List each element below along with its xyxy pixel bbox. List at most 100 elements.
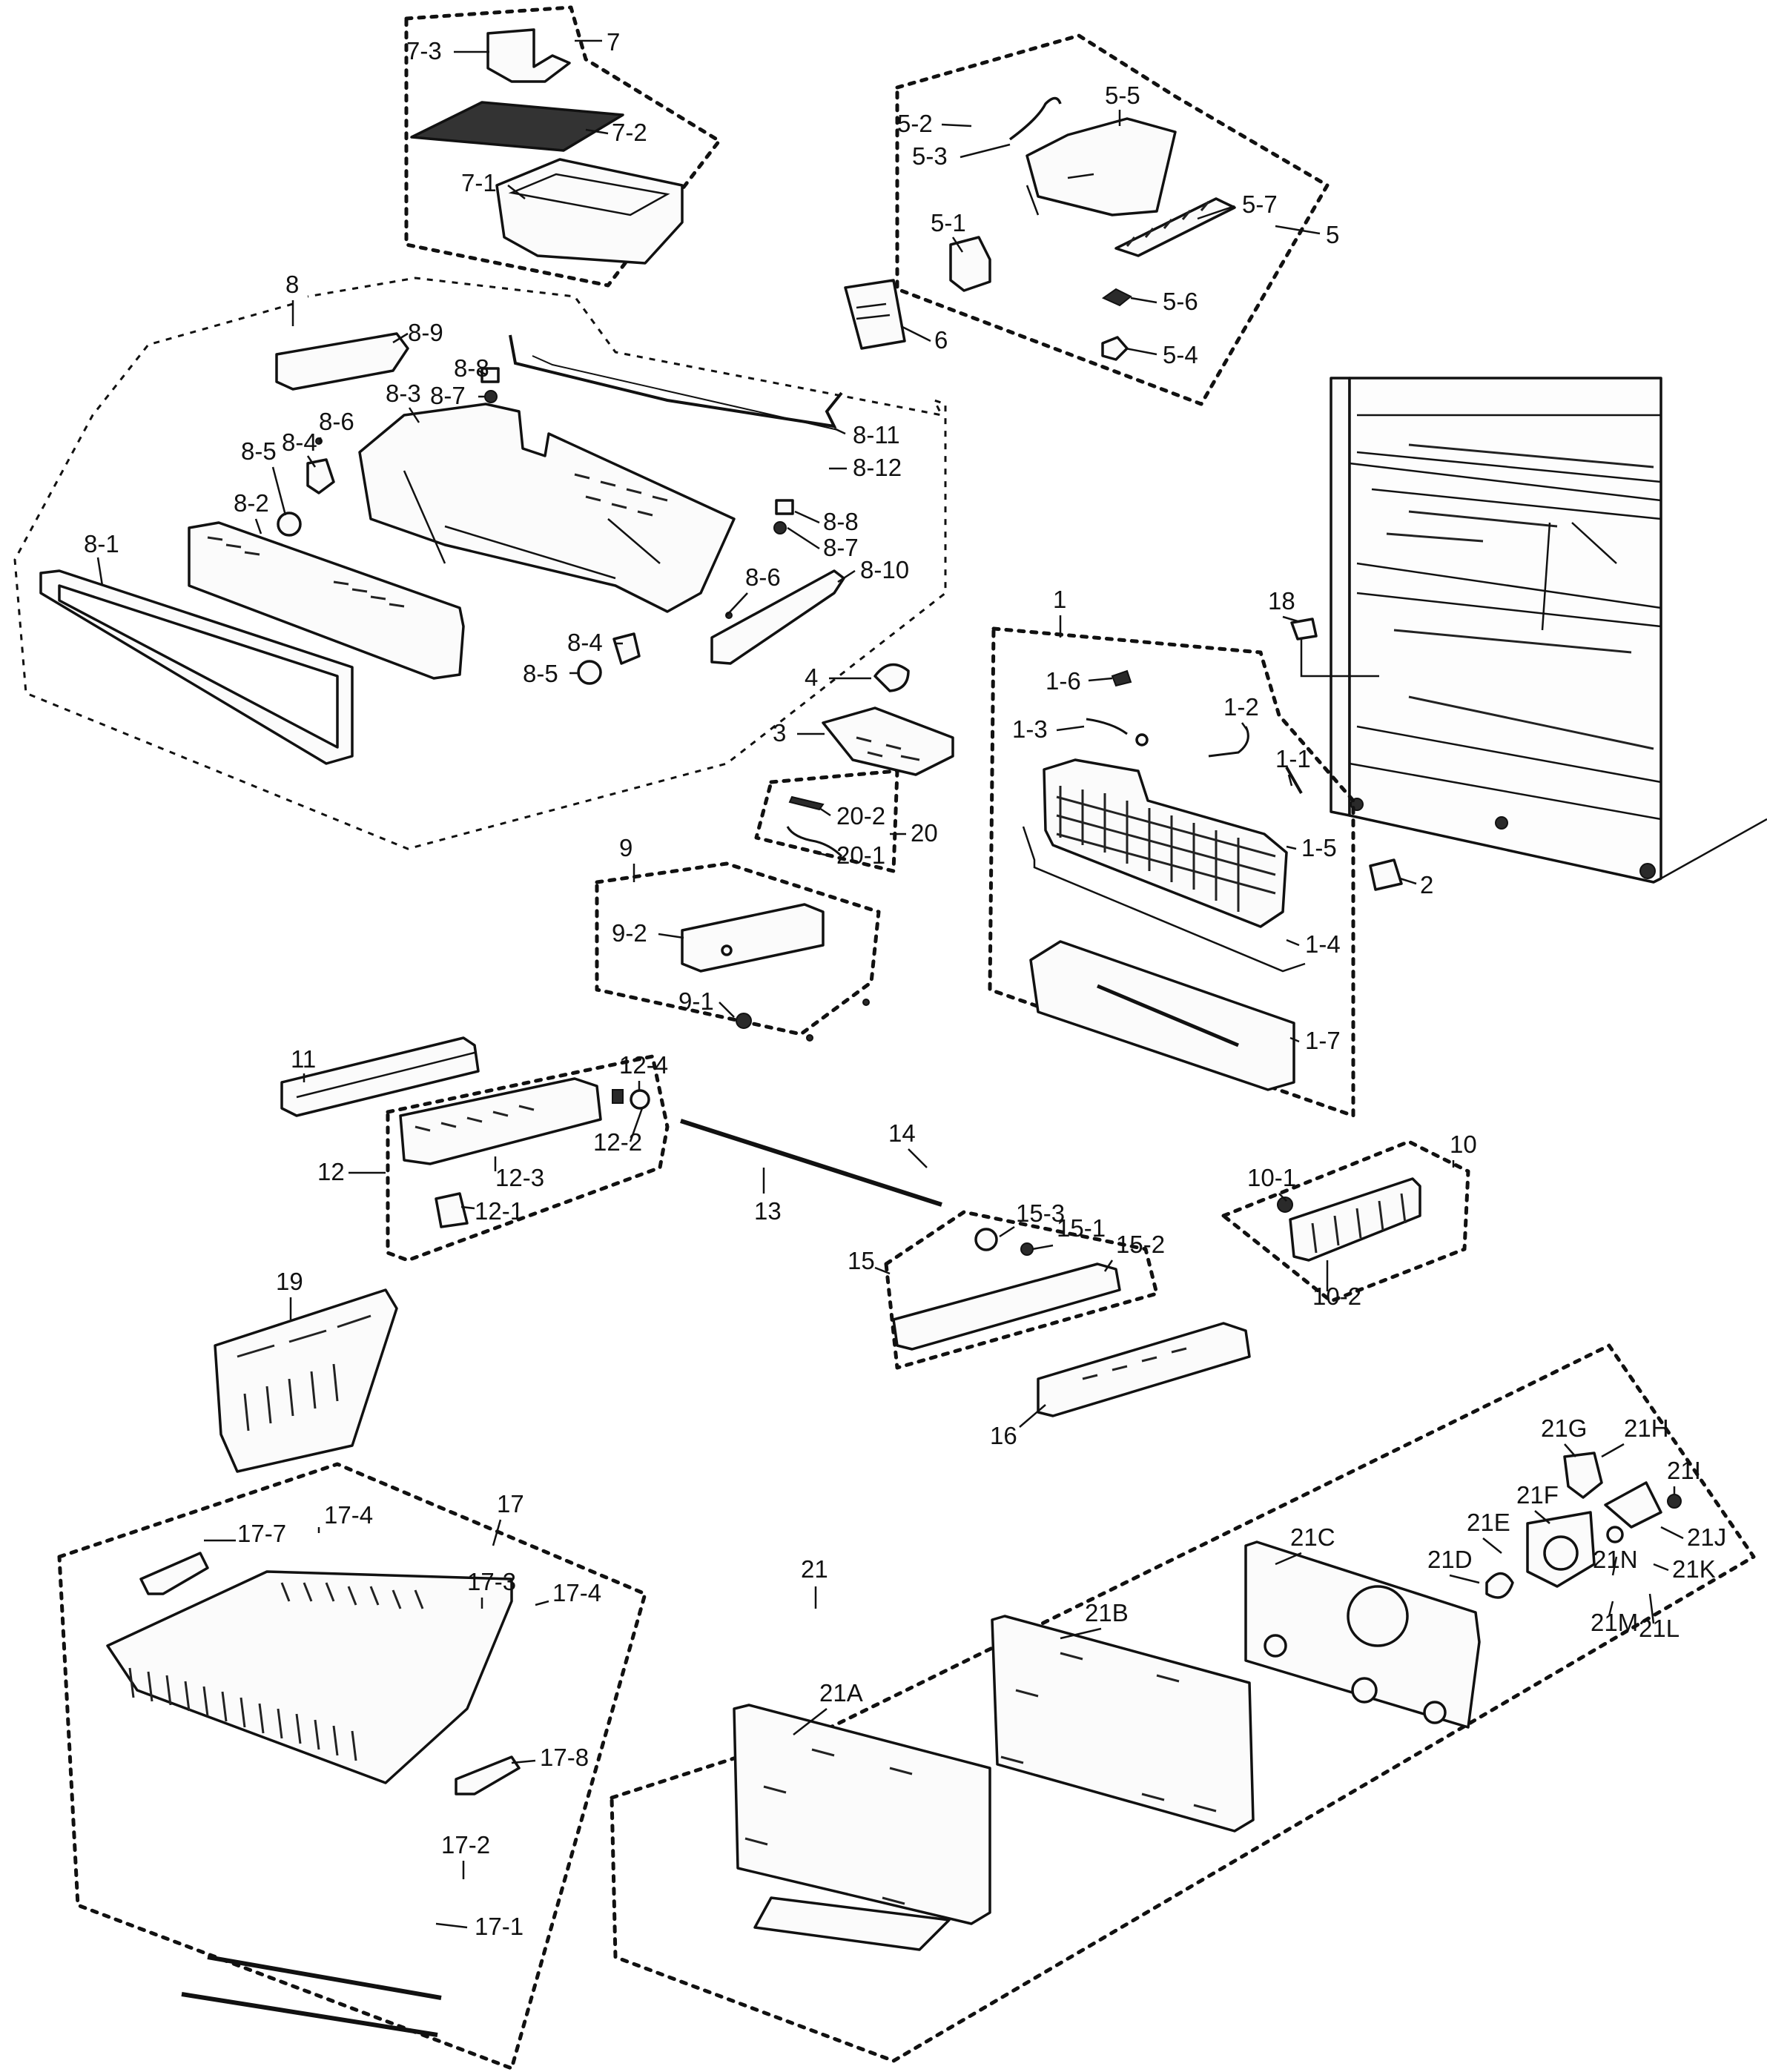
callout-p14: 14 — [888, 1119, 916, 1147]
leader-line-p8_10 — [837, 569, 856, 583]
leader-line-p1_1 — [1287, 774, 1293, 787]
leader-line-p1_3 — [1056, 725, 1085, 732]
callout-p15-1: 15-1 — [1057, 1214, 1106, 1242]
group-10 — [1221, 1139, 1470, 1303]
callout-p15: 15 — [848, 1247, 875, 1274]
callout-p5: 5 — [1326, 221, 1339, 248]
callout-p12-3: 12-3 — [495, 1164, 544, 1191]
leader-line-p12_2 — [629, 1108, 644, 1142]
leader-line-p1_7 — [1289, 1036, 1300, 1043]
group-12 — [386, 1054, 670, 1262]
callout-p8-12: 8-12 — [853, 454, 902, 481]
callout-p8-2: 8-2 — [234, 489, 269, 517]
callout-p8-7b: 8-7 — [823, 534, 859, 561]
callout-p10-2: 10-2 — [1312, 1282, 1361, 1310]
leader-line-p18 — [1282, 615, 1298, 623]
leader-line-p8_8b — [794, 510, 820, 524]
leader-line-p21L — [1648, 1593, 1655, 1624]
leader-line-p21E — [1482, 1538, 1502, 1554]
leader-line-p17_1 — [435, 1922, 468, 1929]
leader-line-p15 — [874, 1266, 891, 1275]
leader-line-p17_4b — [535, 1600, 549, 1606]
leader-line-p12_1 — [460, 1205, 475, 1210]
callout-p1-6: 1-6 — [1046, 667, 1081, 695]
callout-p12: 12 — [317, 1158, 345, 1185]
callout-p21C: 21C — [1290, 1523, 1335, 1551]
refrigerator-cabinet — [1330, 377, 1767, 884]
leader-line-p8_6b — [726, 592, 748, 616]
group-21 — [610, 1343, 1756, 2063]
callout-p15-2: 15-2 — [1116, 1231, 1165, 1258]
callout-p21: 21 — [801, 1555, 828, 1583]
callout-p1-1: 1-1 — [1275, 745, 1311, 772]
callout-p21A: 21A — [819, 1679, 863, 1707]
callout-p17-2: 17-2 — [441, 1831, 490, 1858]
part-11 — [280, 1036, 480, 1117]
leader-line-p8_3 — [408, 407, 420, 423]
leader-line-p5_3 — [960, 143, 1011, 159]
callout-p8: 8 — [285, 271, 299, 298]
callout-p8-1: 8-1 — [84, 530, 119, 557]
callout-p17-3: 17-3 — [467, 1568, 516, 1595]
part-16 — [1037, 1322, 1251, 1417]
group-5 — [895, 33, 1330, 406]
callout-p7: 7 — [607, 28, 620, 56]
leader-line-p21F — [1534, 1510, 1550, 1524]
leader-line-p15_1 — [1031, 1244, 1054, 1251]
callout-p4: 4 — [805, 663, 818, 691]
callout-p13: 13 — [754, 1197, 782, 1225]
leader-line-p5_7 — [1197, 205, 1235, 220]
callout-p21N: 21N — [1593, 1546, 1638, 1573]
callout-p20: 20 — [911, 819, 938, 847]
leader-line-p15_2 — [1103, 1260, 1114, 1272]
callout-p17: 17 — [497, 1490, 524, 1517]
leader-line-p5_4 — [1125, 347, 1157, 356]
callout-p8-6b: 8-6 — [745, 563, 781, 591]
leader-line-p17 — [492, 1519, 502, 1546]
callout-p8-6a: 8-6 — [319, 408, 354, 435]
leader-line-p1_2 — [1241, 722, 1249, 731]
callout-p21M: 21M — [1591, 1609, 1638, 1636]
callout-p7-3: 7-3 — [406, 37, 442, 64]
callout-labels: 77-37-27-15-55-25-35-15-755-65-4688-98-8… — [84, 28, 1726, 1940]
callout-p21J: 21J — [1687, 1523, 1726, 1551]
callout-p10: 10 — [1450, 1131, 1477, 1158]
callout-p9: 9 — [619, 834, 633, 861]
leader-line-p21D — [1449, 1574, 1480, 1584]
leader-line-p8_9 — [392, 332, 409, 344]
leader-line-p15_3 — [999, 1225, 1015, 1238]
callout-p21G: 21G — [1541, 1414, 1587, 1442]
callout-p17-1: 17-1 — [475, 1913, 524, 1940]
callout-p8-9: 8-9 — [408, 319, 443, 346]
leader-line-p5_2 — [941, 123, 972, 128]
callout-p12-2: 12-2 — [593, 1128, 642, 1156]
callout-p8-10: 8-10 — [860, 556, 909, 583]
part-3 — [822, 706, 954, 776]
leader-line-p9_2 — [658, 933, 684, 939]
leader-line-p5_6 — [1130, 297, 1157, 304]
leader-line-p8_4a — [306, 455, 317, 468]
callout-p8-4a: 8-4 — [282, 428, 317, 456]
leader-line-p1_4 — [1286, 939, 1300, 947]
callout-p21D: 21D — [1427, 1546, 1473, 1573]
callout-p8-7a: 8-7 — [430, 382, 466, 409]
callout-p21F: 21F — [1516, 1481, 1559, 1509]
part-13 — [680, 1119, 942, 1207]
leader-line-p10_1 — [1278, 1193, 1287, 1202]
callout-p6: 6 — [934, 326, 948, 354]
callout-p8-8b: 8-8 — [823, 508, 859, 535]
callout-p5-6: 5-6 — [1163, 288, 1198, 315]
leader-line-p14 — [908, 1148, 928, 1168]
leader-line-p21A — [793, 1708, 828, 1735]
callout-p21I: 21I — [1667, 1457, 1701, 1484]
leader-line-p21H — [1601, 1443, 1625, 1458]
group-17 — [57, 1462, 647, 2071]
callout-p8-3: 8-3 — [386, 380, 421, 407]
callout-p17-4b: 17-4 — [552, 1579, 601, 1606]
leader-line-p16 — [1019, 1404, 1046, 1428]
callout-p1: 1 — [1053, 586, 1066, 613]
leader-line-p7_1 — [507, 185, 526, 199]
leader-line-p17_8 — [511, 1759, 536, 1764]
callout-p12-4: 12-4 — [619, 1051, 668, 1079]
callout-p20-2: 20-2 — [836, 802, 885, 830]
